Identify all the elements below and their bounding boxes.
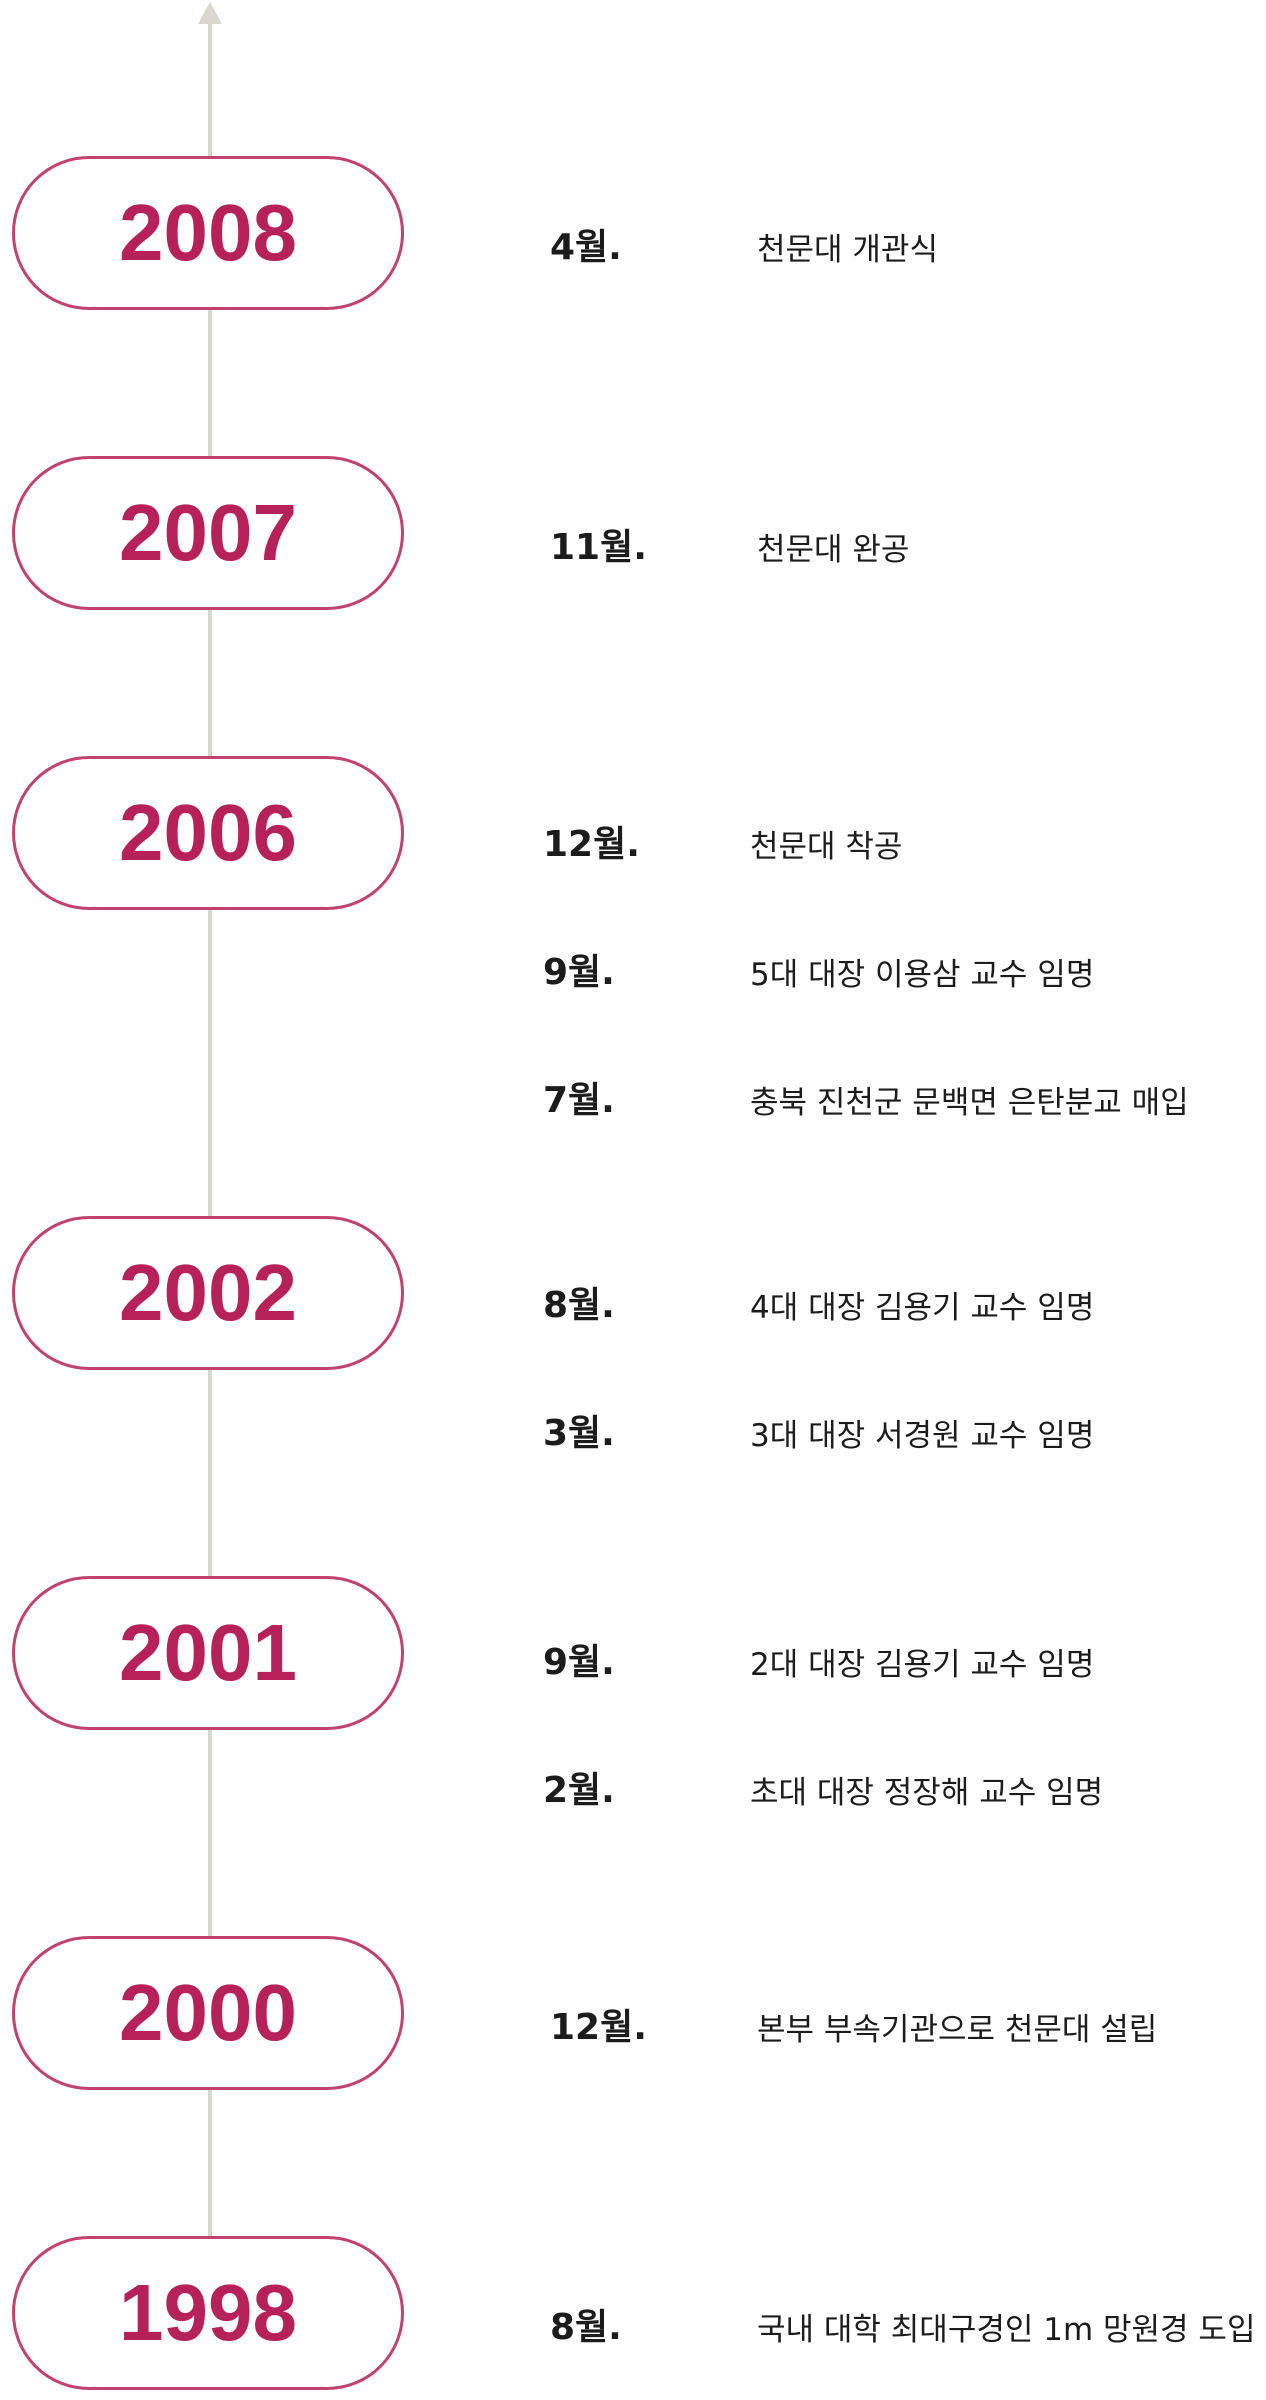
year-badge-2007: 2007 — [12, 456, 404, 610]
year-badge-1998: 1998 — [12, 2236, 404, 2390]
year-badge-2001: 2001 — [12, 1576, 404, 1730]
event-description: 2대 대장 김용기 교수 임명 — [750, 1647, 1095, 1683]
event-description: 천문대 착공 — [750, 829, 903, 865]
event-description: 5대 대장 이용삼 교수 임명 — [750, 957, 1095, 993]
year-badge-2008: 2008 — [12, 156, 404, 310]
event-description: 3대 대장 서경원 교수 임명 — [750, 1418, 1095, 1454]
event-description: 4대 대장 김용기 교수 임명 — [750, 1290, 1095, 1326]
arrow-up-icon — [198, 2, 222, 24]
event-month: 8월. — [543, 1285, 615, 1326]
event-description: 천문대 개관식 — [757, 232, 938, 268]
event-month: 8월. — [550, 2307, 622, 2348]
event-month: 4월. — [550, 227, 622, 268]
event-description: 천문대 완공 — [757, 532, 910, 568]
timeline-axis-line — [208, 18, 212, 2248]
event-month: 3월. — [543, 1413, 615, 1454]
year-label: 2006 — [119, 788, 297, 877]
year-badge-2006: 2006 — [12, 756, 404, 910]
year-label: 2002 — [119, 1248, 297, 1337]
event-month: 7월. — [543, 1080, 615, 1121]
event-month: 11월. — [550, 527, 647, 568]
event-month: 12월. — [543, 824, 640, 865]
event-month: 9월. — [543, 1642, 615, 1683]
year-badge-2002: 2002 — [12, 1216, 404, 1370]
event-month: 2월. — [543, 1770, 615, 1811]
event-description: 본부 부속기관으로 천문대 설립 — [757, 2012, 1158, 2048]
event-month: 12월. — [550, 2007, 647, 2048]
year-label: 2007 — [119, 488, 297, 577]
year-label: 2008 — [119, 188, 297, 277]
event-description: 국내 대학 최대구경인 1m 망원경 도입 — [757, 2312, 1256, 2348]
year-label: 1998 — [119, 2268, 297, 2357]
event-description: 초대 대장 정장해 교수 임명 — [750, 1775, 1104, 1811]
year-badge-2000: 2000 — [12, 1936, 404, 2090]
year-label: 2000 — [119, 1968, 297, 2057]
event-description: 충북 진천군 문백면 은탄분교 매입 — [750, 1085, 1189, 1121]
event-month: 9월. — [543, 952, 615, 993]
year-label: 2001 — [119, 1608, 297, 1697]
